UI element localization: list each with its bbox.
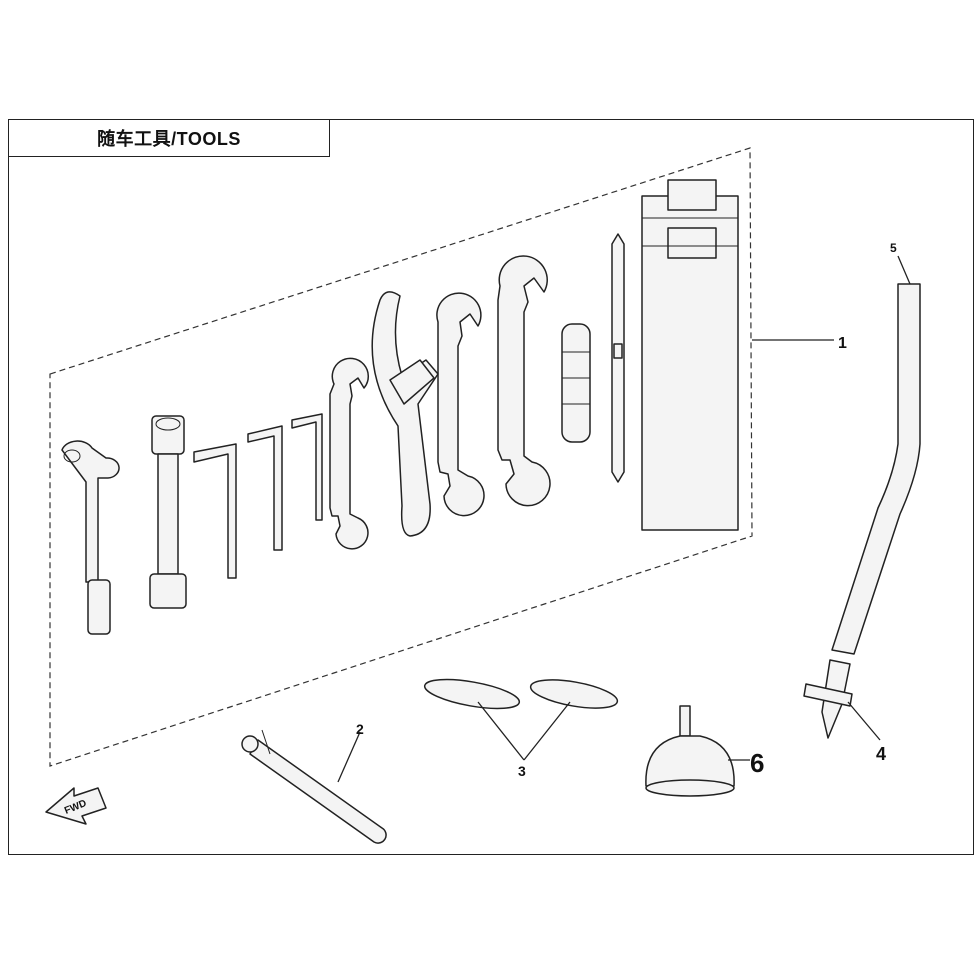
- o-rings: [423, 678, 619, 710]
- fwd-arrow-icon: FWD: [45, 787, 107, 825]
- tire-gauge: [241, 729, 387, 844]
- tool-kit-outline: [49, 147, 753, 767]
- screwdriver-handle: [561, 323, 591, 443]
- l-socket-wrench: [61, 440, 120, 635]
- pin-spanner: [371, 291, 439, 537]
- callout-3: 3: [518, 763, 526, 779]
- screwdriver: [611, 233, 625, 483]
- callout-2: 2: [356, 721, 364, 737]
- title-box: 随车工具/TOOLS: [8, 119, 330, 157]
- tool-bag: [641, 179, 739, 531]
- callout-1: 1: [838, 335, 847, 352]
- diagram-frame: [8, 119, 974, 855]
- double-wrench-medium: [436, 292, 485, 517]
- funnel: [645, 705, 735, 797]
- callout-6: 6: [750, 748, 764, 778]
- box-spanner: [149, 415, 187, 609]
- page-title: 随车工具/TOOLS: [97, 129, 241, 149]
- callout-4: 4: [876, 744, 886, 764]
- hex-key-medium: [247, 425, 283, 551]
- double-wrench-small: [329, 357, 369, 550]
- hex-key-small: [291, 413, 323, 521]
- hose-clip: [803, 659, 853, 739]
- double-wrench-large: [497, 255, 551, 507]
- callout-5: 5: [890, 241, 897, 255]
- leader-lines: [337, 255, 911, 783]
- hose: [831, 283, 921, 655]
- hex-key-large: [193, 443, 237, 579]
